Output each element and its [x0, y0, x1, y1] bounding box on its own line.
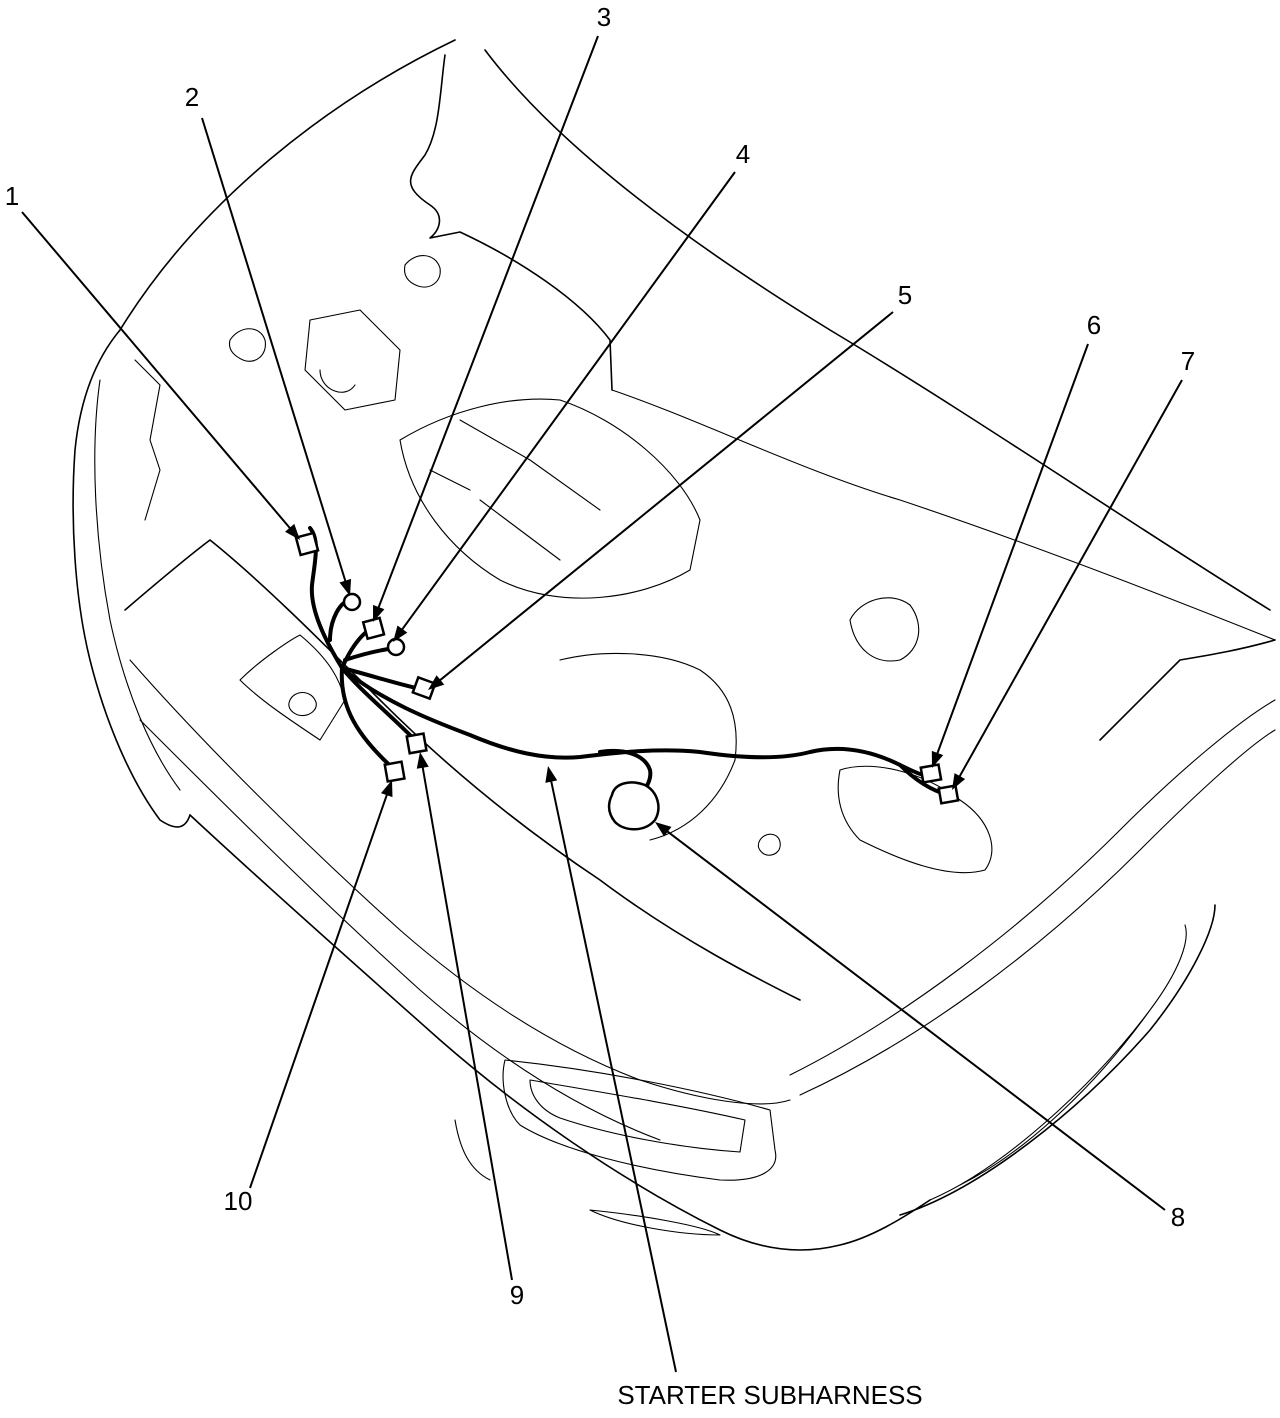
- bumper-line-1: [129, 659, 791, 1105]
- fluid-cap-2: [403, 255, 441, 288]
- callout-8-label: 8: [1171, 1202, 1185, 1232]
- connector-3: [361, 616, 386, 641]
- harness-callout: STARTER SUBHARNESS: [545, 766, 923, 1410]
- front-left-fender: [72, 329, 191, 828]
- cylinder-cap: [757, 833, 781, 856]
- callout-2: 2: [185, 82, 352, 596]
- callout-5-label: 5: [898, 280, 912, 310]
- ground-terminal-6: [919, 763, 943, 784]
- callout-7-label: 7: [1181, 346, 1195, 376]
- callout-10-leader-line: [249, 789, 390, 1189]
- callout-3-arrowhead: [373, 604, 385, 622]
- hood-outline: [119, 39, 1271, 611]
- right-tire: [929, 924, 1187, 1201]
- callout-1-leader-line: [21, 211, 295, 534]
- harness-leader-line: [549, 775, 677, 1373]
- fluid-cap: [228, 328, 266, 362]
- strut-tower: [849, 597, 920, 662]
- callout-5-leader-line: [435, 311, 894, 685]
- callout-9-label: 9: [510, 1280, 524, 1310]
- ground-terminal-2: [342, 592, 362, 612]
- radiator-support: [124, 539, 801, 1001]
- callout-9-leader-line: [420, 761, 513, 1281]
- callout-10-label: 10: [224, 1186, 253, 1216]
- coolant-reservoir: [837, 765, 993, 874]
- callout-7: 7: [952, 346, 1195, 790]
- callout-8: 8: [655, 822, 1185, 1232]
- ground-terminal-7: [937, 784, 960, 805]
- ground-terminal-4: [386, 637, 406, 657]
- connector-9: [405, 732, 428, 755]
- starter-subharness: [294, 526, 960, 831]
- harness-branch-9: [340, 666, 417, 742]
- callout-3-label: 3: [597, 2, 611, 32]
- callout-layer: 1 2 3 4 5 6 7 8 9 10: [5, 2, 1195, 1310]
- callout-2-leader-line: [201, 117, 348, 587]
- callout-1-label: 1: [5, 181, 19, 211]
- callout-5-arrowhead: [428, 675, 445, 690]
- callout-2-label: 2: [185, 82, 199, 112]
- engine-detail-1: [429, 419, 601, 561]
- callout-6-label: 6: [1087, 310, 1101, 340]
- callout-10-arrowhead: [380, 780, 393, 798]
- fog-light-opening: [454, 1119, 721, 1236]
- callout-2-arrowhead: [339, 578, 352, 596]
- harness-main-run: [340, 666, 937, 778]
- hood-inner-edge: [409, 54, 613, 391]
- callout-9: 9: [416, 752, 524, 1310]
- bumper-outline: [189, 814, 931, 1251]
- right-fender-line: [789, 699, 1276, 1096]
- callout-8-leader-line: [662, 827, 1166, 1211]
- harness-label: STARTER SUBHARNESS: [617, 1380, 922, 1410]
- connector-5: [411, 675, 437, 701]
- bumper-line-2: [139, 719, 661, 1141]
- callout-9-arrowhead: [416, 752, 429, 769]
- callout-8-arrowhead: [655, 822, 672, 837]
- callout-1-arrowhead: [285, 523, 300, 540]
- starter-motor-8: [607, 781, 660, 831]
- callout-6-arrowhead: [931, 750, 944, 768]
- callout-6-leader-line: [934, 343, 1089, 759]
- callout-4-label: 4: [736, 139, 750, 169]
- callout-3-leader-line: [375, 35, 599, 614]
- support-hole: [288, 691, 317, 717]
- fender-right: [1099, 639, 1276, 741]
- air-intake-hose: [559, 652, 737, 841]
- vehicle-line-drawing: [72, 39, 1276, 1251]
- callout-6: 6: [931, 310, 1101, 768]
- callout-10: 10: [224, 780, 393, 1216]
- connector-10: [383, 760, 406, 783]
- callout-7-leader-line: [956, 379, 1183, 782]
- harness-branch-10: [339, 666, 397, 772]
- callout-7-arrowhead: [952, 773, 966, 790]
- callout-1: 1: [5, 181, 300, 540]
- harness-leader-arrowhead: [545, 766, 558, 783]
- right-wheel-arch: [899, 904, 1216, 1216]
- grille-opening: [502, 1059, 777, 1181]
- connector-1: [294, 531, 320, 557]
- engine-cover: [399, 398, 701, 599]
- callout-4: 4: [393, 139, 750, 642]
- battery-box: [304, 309, 401, 411]
- callout-5: 5: [428, 280, 912, 690]
- callout-4-arrowhead: [393, 625, 408, 642]
- callout-3: 3: [373, 2, 611, 622]
- grille-inner: [529, 1079, 746, 1153]
- headlight-left: [94, 359, 181, 791]
- radiator-panel: [239, 634, 346, 741]
- hood-inner-edge-2: [611, 389, 1276, 641]
- callout-4-leader-line: [398, 171, 736, 635]
